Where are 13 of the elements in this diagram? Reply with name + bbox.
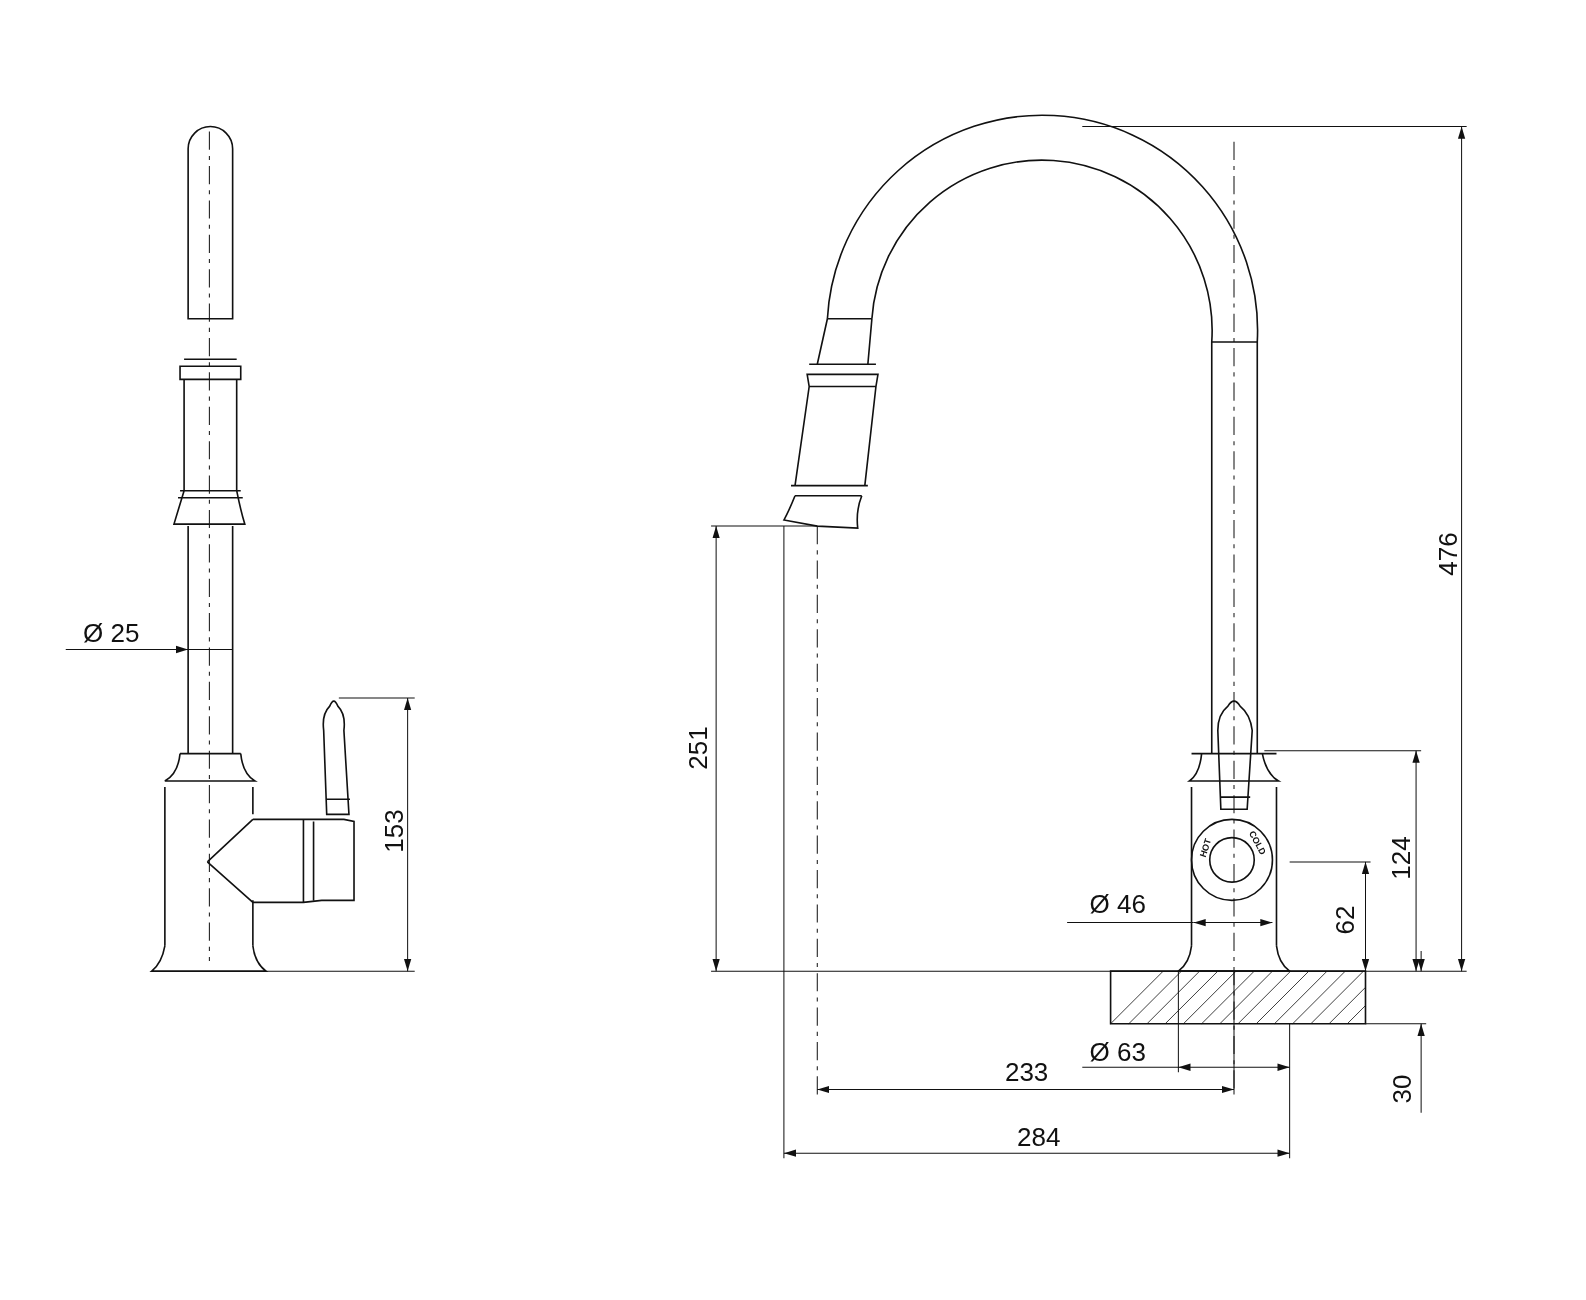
dial-marking: COLD — [1247, 829, 1268, 856]
dimension-label: 284 — [1017, 1123, 1061, 1150]
dimension-label: 251 — [684, 726, 711, 771]
dial-marking: HOT — [1198, 837, 1213, 859]
dimension-label: 233 — [1004, 1059, 1049, 1086]
dimension-label: Ø 63 — [1089, 1038, 1146, 1065]
dimension-label: 30 — [1388, 1074, 1415, 1104]
dimension-label: 62 — [1332, 906, 1359, 935]
dimension-label: 124 — [1387, 836, 1414, 880]
dimension-label: 153 — [381, 809, 408, 854]
dimension-label: Ø 25 — [83, 620, 140, 647]
dimension-label: Ø 46 — [1089, 891, 1146, 918]
dimension-label: 476 — [1435, 532, 1462, 576]
